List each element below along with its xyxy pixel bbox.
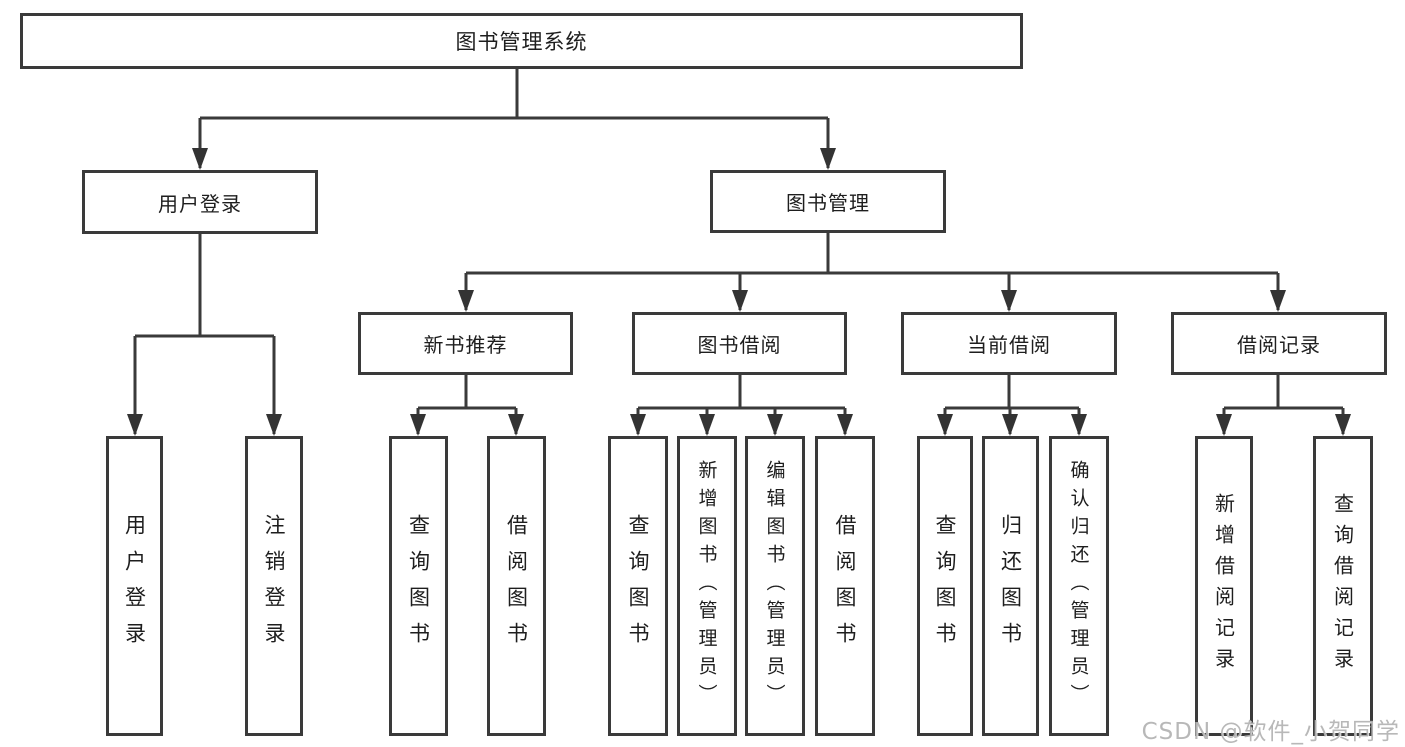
node-label: 新增借阅记录 [1211,493,1236,679]
arrow-down-icon [458,290,474,312]
arrow-down-icon [1216,414,1232,436]
connector-borrow-records [1222,375,1345,434]
arrow-down-icon [1335,414,1351,436]
arrow-down-icon [410,414,426,436]
connector-book-borrowing [636,375,847,434]
node-book-borrowing: 图书借阅 [632,312,847,375]
leaf-query-books: 查询图书 [389,436,448,736]
arrow-down-icon [192,148,208,170]
arrow-down-icon [266,414,282,436]
connector-book-management [464,233,1280,310]
arrow-down-icon [937,414,953,436]
arrow-down-icon [699,414,715,436]
leaf-edit-book-admin: 编辑图书（管理员） [745,436,805,736]
arrow-down-icon [767,414,783,436]
arrow-down-icon [820,148,836,170]
leaf-confirm-return-admin: 确认归还（管理员） [1049,436,1109,736]
node-label: 确认归还（管理员） [1067,460,1090,712]
leaf-add-book-admin: 新增图书（管理员） [677,436,737,736]
leaf-user-login: 用户登录 [106,436,163,736]
node-book-management: 图书管理 [710,170,946,233]
arrow-down-icon [630,414,646,436]
connector-root [198,69,830,168]
node-label: 查询图书 [933,514,957,658]
arrow-down-icon [1270,290,1286,312]
leaf-logout: 注销登录 [245,436,303,736]
arrow-down-icon [1001,290,1017,312]
node-label: 新书推荐 [423,333,508,357]
arrow-down-icon [127,414,143,436]
node-label: 借阅图书 [504,514,529,658]
node-label: 借阅图书 [833,514,857,658]
arrow-down-icon [837,414,853,436]
node-label: 当前借阅 [967,333,1051,357]
node-label: 图书借阅 [697,333,782,357]
node-label: 用户登录 [122,514,147,658]
node-label: 借阅记录 [1237,333,1321,357]
leaf-borrow-books-2: 借阅图书 [815,436,875,736]
node-user-login: 用户登录 [82,170,318,234]
node-root: 图书管理系统 [20,13,1023,69]
node-current-borrowing: 当前借阅 [901,312,1117,375]
leaf-borrow-books: 借阅图书 [487,436,546,736]
leaf-add-borrow-record: 新增借阅记录 [1195,436,1253,736]
node-label: 查询借阅记录 [1330,493,1355,679]
node-label: 编辑图书（管理员） [763,460,786,712]
node-label: 图书管理 [786,191,870,215]
node-label: 新增图书（管理员） [695,460,718,712]
leaf-query-books-2: 查询图书 [608,436,668,736]
leaf-return-books: 归还图书 [982,436,1039,736]
connector-new-book-recommend [416,375,518,434]
connector-user-login [133,234,276,434]
watermark: CSDN @软件_小贺同学 [1141,719,1400,745]
connector-current-borrowing [943,375,1081,434]
node-borrow-records: 借阅记录 [1171,312,1387,375]
arrow-down-icon [732,290,748,312]
node-label: 注销登录 [262,514,286,658]
node-new-book-recommend: 新书推荐 [358,312,573,375]
node-label: 图书管理系统 [455,30,588,54]
node-label: 归还图书 [998,514,1023,658]
node-label: 查询图书 [406,514,431,658]
arrow-down-icon [508,414,524,436]
node-label: 查询图书 [626,514,650,658]
leaf-query-books-3: 查询图书 [917,436,973,736]
leaf-query-borrow-record: 查询借阅记录 [1313,436,1373,736]
arrow-down-icon [1002,414,1018,436]
node-label: 用户登录 [158,191,242,216]
arrow-down-icon [1071,414,1087,436]
